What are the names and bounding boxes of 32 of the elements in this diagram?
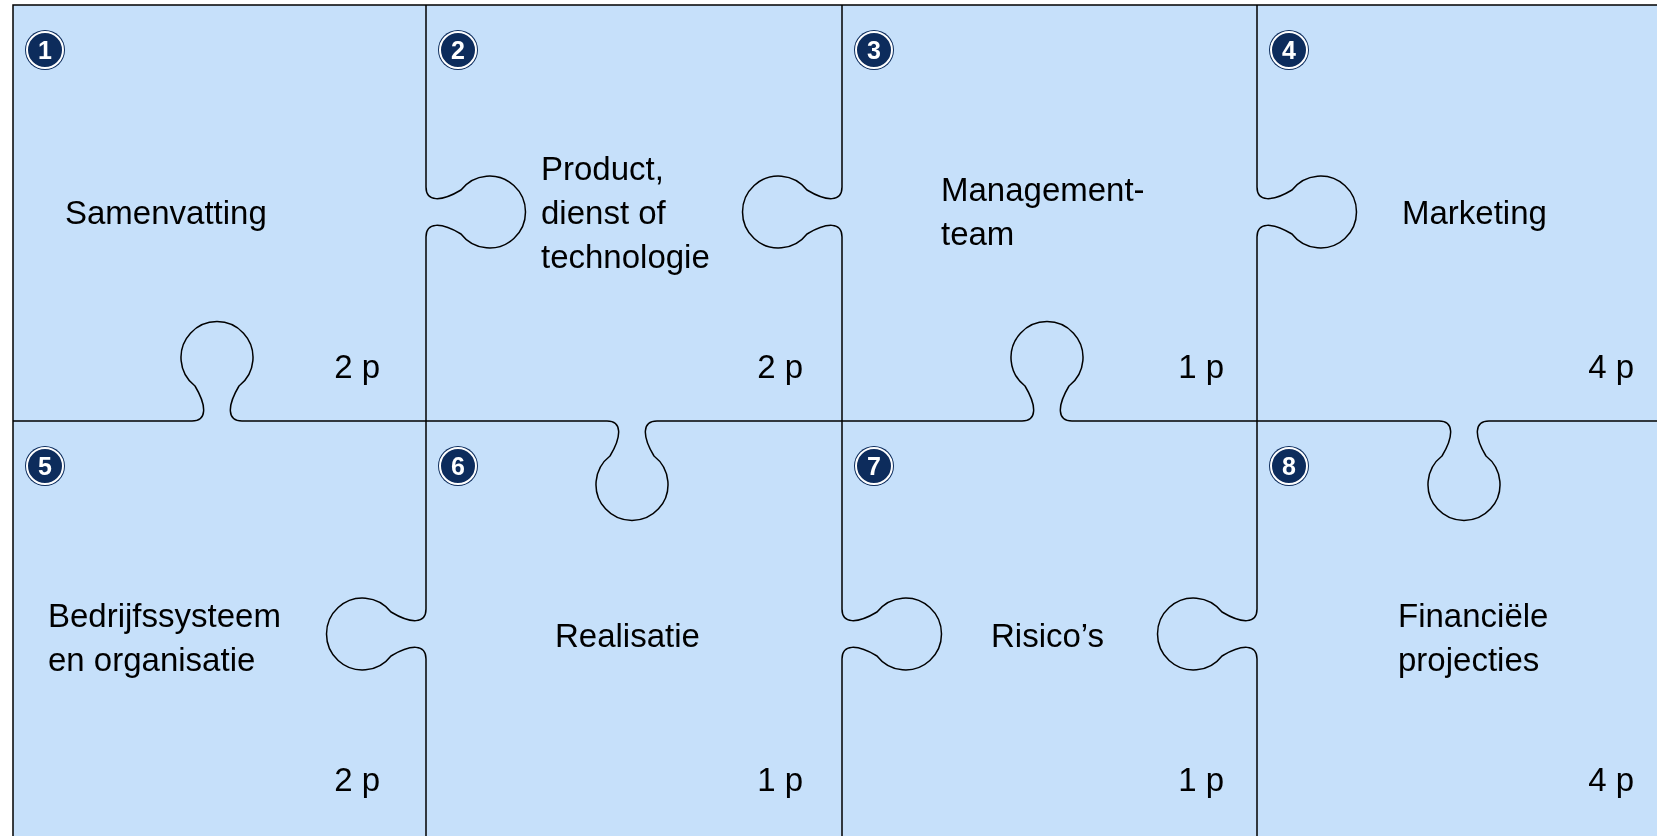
page-count: 2 p xyxy=(757,347,803,387)
page-count: 1 p xyxy=(1178,347,1224,387)
number-badge: 6 xyxy=(439,447,477,485)
puzzle-piece xyxy=(842,5,1257,421)
number-badge: 8 xyxy=(1270,447,1308,485)
page-count: 4 p xyxy=(1588,760,1634,800)
number-badge: 4 xyxy=(1270,31,1308,69)
section-title: Management-team xyxy=(941,170,1146,254)
page-count: 2 p xyxy=(334,760,380,800)
number-badge: 7 xyxy=(855,447,893,485)
puzzle-piece xyxy=(426,421,842,836)
section-title: Product, dienst of technologie xyxy=(541,149,711,277)
puzzle-piece xyxy=(1257,5,1657,421)
section-title: Realisatie xyxy=(555,616,700,656)
puzzle-piece xyxy=(842,421,1257,836)
puzzle-piece xyxy=(1257,421,1657,836)
section-title: Risico’s xyxy=(991,616,1105,656)
page-count: 1 p xyxy=(1178,760,1224,800)
number-badge: 2 xyxy=(439,31,477,69)
number-badge: 5 xyxy=(26,447,64,485)
page-count: 2 p xyxy=(334,347,380,387)
section-title: Marketing xyxy=(1402,193,1547,233)
page-count: 1 p xyxy=(757,760,803,800)
puzzle-piece xyxy=(13,421,426,836)
section-title: Samenvatting xyxy=(65,193,267,233)
section-title: Financiële projecties xyxy=(1398,596,1550,680)
section-title: Bedrijfssysteem en organisatie xyxy=(48,596,282,680)
puzzle-piece xyxy=(426,5,842,421)
number-badge: 1 xyxy=(26,31,64,69)
puzzle-piece xyxy=(13,5,426,421)
number-badge: 3 xyxy=(855,31,893,69)
page-count: 4 p xyxy=(1588,347,1634,387)
